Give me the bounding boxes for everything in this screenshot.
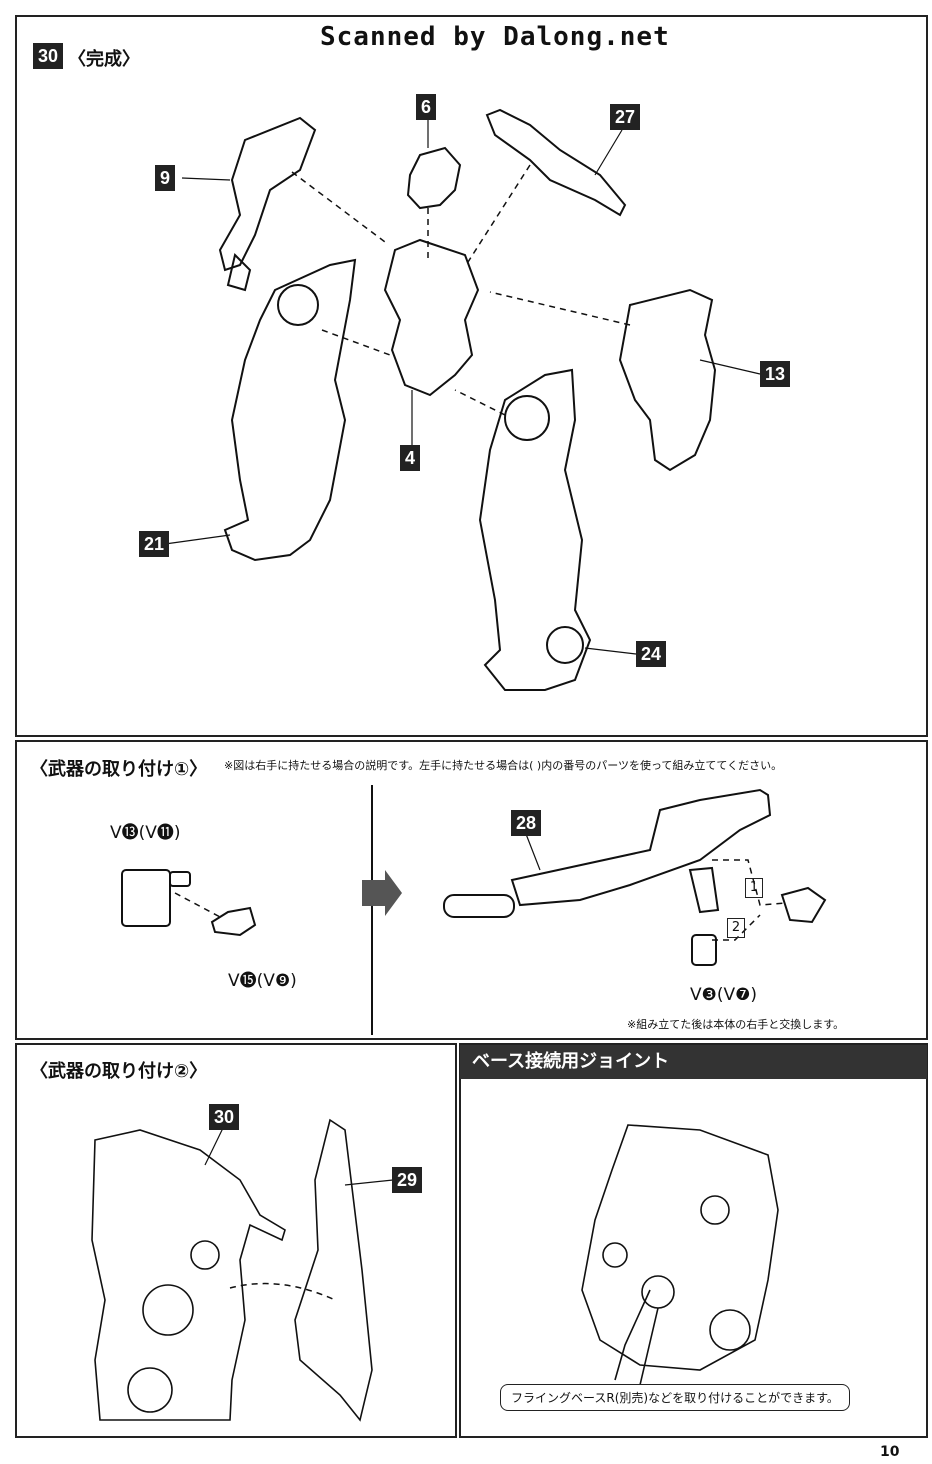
- part-tag-28: 28: [511, 810, 542, 836]
- weapon-mount-2-section: [15, 1043, 457, 1438]
- assembly-illustration: [164, 108, 761, 691]
- part-tag-21: 21: [139, 531, 170, 557]
- weapon-mount-1-section: [15, 740, 928, 1040]
- weapon-mount-1-bottom-note: ※組み立てた後は本体の右手と交換します。: [627, 1018, 845, 1031]
- step-box-2: 2: [727, 918, 745, 938]
- base-joint-section: [459, 1043, 928, 1438]
- base-joint-callout: フライングベースR(別売)などを取り付けることができます。: [500, 1384, 850, 1411]
- page-number: 10: [880, 1444, 900, 1460]
- assembly-section: [15, 15, 928, 737]
- part-tag-4: 4: [400, 445, 421, 471]
- part-tag-30: 30: [209, 1104, 240, 1130]
- part-tag-9: 9: [155, 165, 176, 191]
- part-tag-29: 29: [392, 1167, 423, 1193]
- weapon-mount-1-note: ※図は右手に持たせる場合の説明です。左手に持たせる場合は( )内の番号のパーツを…: [224, 759, 783, 772]
- weapon-mount-2-title: 〈武器の取り付け②〉: [30, 1061, 208, 1082]
- part-tag-13: 13: [760, 361, 791, 387]
- part-tag-6: 6: [416, 94, 437, 120]
- base-joint-title: ベース接続用ジョイント: [460, 1045, 927, 1079]
- weapon-mount-1-title: 〈武器の取り付け①〉: [30, 759, 208, 780]
- step-title: 〈完成〉: [68, 49, 140, 70]
- part-label-v13: V⓭(V⓫): [110, 823, 181, 843]
- watermark: Scanned by Dalong.net: [320, 22, 670, 52]
- part-tag-27: 27: [610, 104, 641, 130]
- step-number-badge: 30: [33, 43, 64, 69]
- step-box-1: 1: [745, 878, 763, 898]
- part-label-v3: V❸(V❼): [690, 985, 758, 1005]
- part-label-v15: V⓯(V❾): [228, 971, 297, 991]
- part-tag-24: 24: [636, 641, 667, 667]
